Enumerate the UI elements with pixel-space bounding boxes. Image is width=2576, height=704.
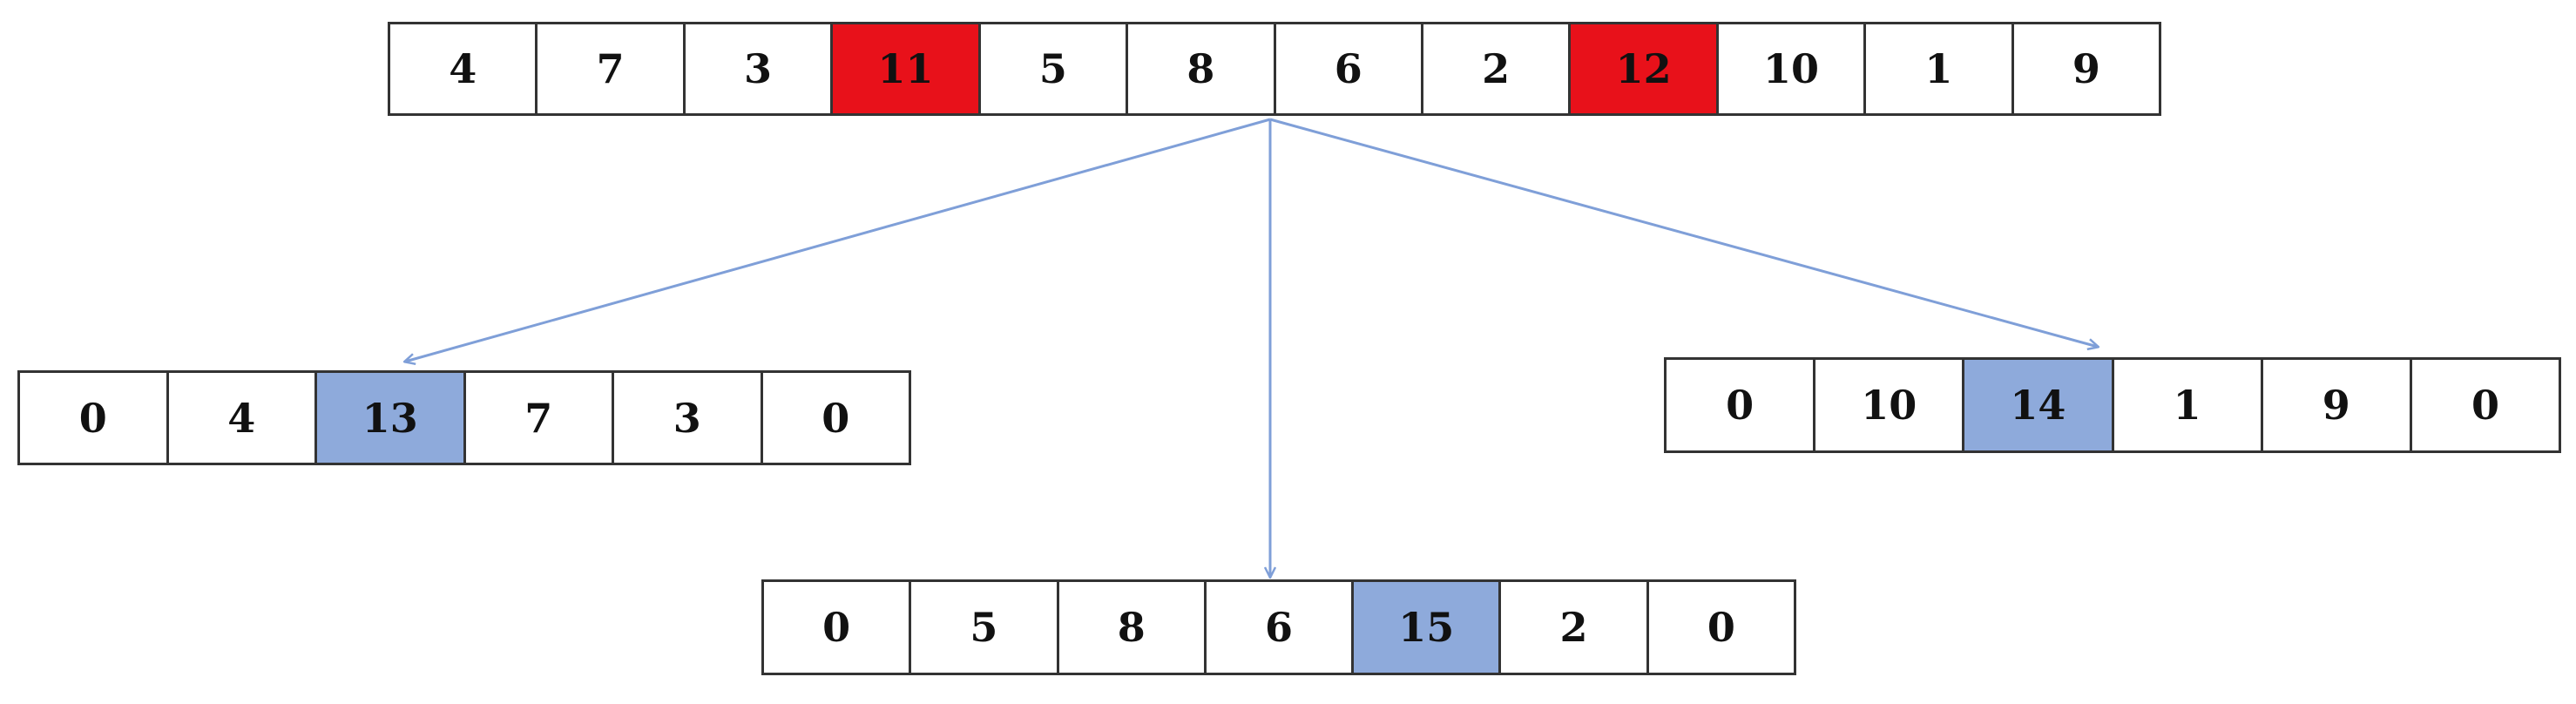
- top-array-cell-highlighted: 11: [833, 22, 981, 116]
- left-array-cell: 0: [20, 370, 169, 465]
- top-array-cell: 7: [538, 22, 686, 116]
- arrow-to-right-array: [1269, 118, 2098, 347]
- right-array-cell: 9: [2262, 357, 2412, 453]
- bottom-array-cell: 0: [1648, 579, 1796, 675]
- left-array-cell: 4: [168, 370, 317, 465]
- bottom-array-cell: 6: [1206, 579, 1355, 675]
- left-array-cell: 7: [465, 370, 614, 465]
- bottom-array-cell-highlighted: 15: [1354, 579, 1502, 675]
- top-array-cell: 10: [1718, 22, 1867, 116]
- right-array-cell: 0: [2411, 357, 2562, 453]
- bottom-array-cell: 8: [1058, 579, 1207, 675]
- top-array-cell-highlighted: 12: [1571, 22, 1719, 116]
- left-array-cell: 3: [614, 370, 763, 465]
- arrow-to-left-array: [405, 118, 1271, 362]
- right-array-cell: 0: [1667, 357, 1816, 453]
- bottom-array-cell: 2: [1501, 579, 1649, 675]
- bottom-array-cell: 5: [911, 579, 1059, 675]
- left-array-cell-highlighted: 13: [317, 370, 466, 465]
- bottom-array-cell: 0: [764, 579, 912, 675]
- top-array-cell: 8: [1128, 22, 1276, 116]
- left-array-cell: 0: [762, 370, 911, 465]
- right-array-cell-highlighted: 14: [1964, 357, 2114, 453]
- top-array-cell: 3: [685, 22, 834, 116]
- top-array-cell: 2: [1423, 22, 1572, 116]
- top-array-cell: 1: [1866, 22, 2014, 116]
- right-array-cell: 10: [1815, 357, 1965, 453]
- top-array-cell: 6: [1275, 22, 1423, 116]
- top-array-cell: 4: [390, 22, 538, 116]
- top-array-cell: 9: [2013, 22, 2162, 116]
- top-array-cell: 5: [980, 22, 1129, 116]
- right-array-cell: 1: [2113, 357, 2263, 453]
